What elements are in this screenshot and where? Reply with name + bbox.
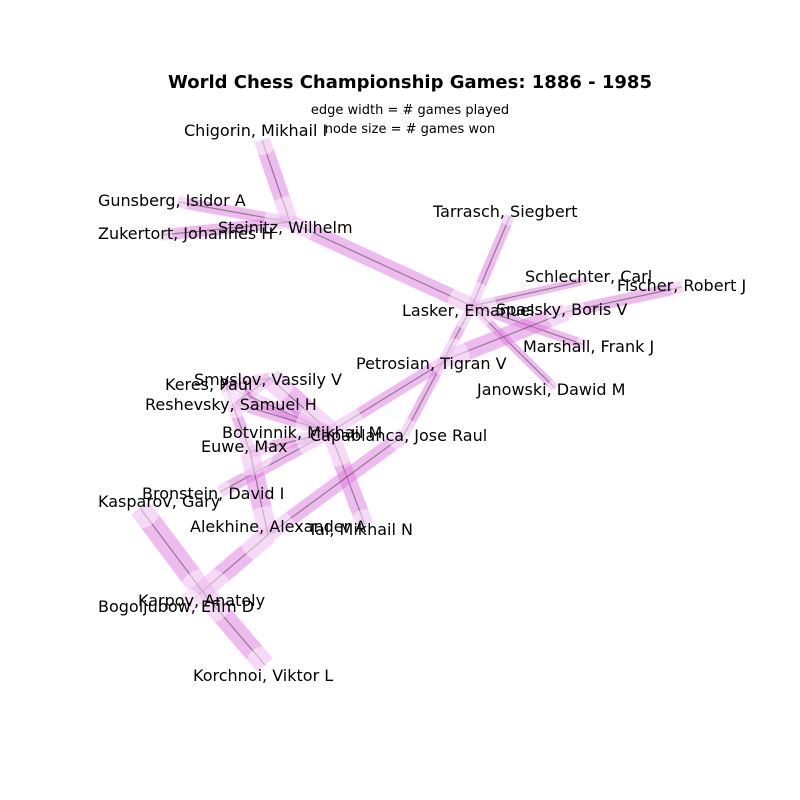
node-label-kasparov: Kasparov, Gary [98,492,220,511]
node-label-tarrasch: Tarrasch, Siegbert [432,202,578,221]
edge-core-spassky-petrosian [449,311,567,359]
node-label-reshevsky: Reshevsky, Samuel H [145,395,317,414]
node-label-euwe: Euwe, Max [201,437,287,456]
node-korchnoi [245,645,285,685]
node-label-korchnoi: Korchnoi, Viktor L [193,666,333,685]
edge-core-capablanca-alekhine [267,434,405,536]
edge-core-chigorin-steinitz [261,139,291,223]
node-label-alekhine: Alekhine, Alexander A [190,517,366,536]
node-label-janowski: Janowski, Dawid M [476,380,625,399]
edge-core-lasker-janowski [471,305,556,389]
node-bogoljubow [167,588,203,624]
node-layer [119,124,693,685]
node-karpov [178,568,234,624]
edge-core-lasker-schlechter [471,279,589,307]
node-fischer [671,276,693,298]
node-marshall [575,335,595,355]
node-lasker [447,281,497,331]
edge-core-alekhine-euwe [249,451,269,536]
edge-core-petrosian-botvinnik [329,357,451,433]
node-label-schlechter: Schlechter, Carl [525,267,652,286]
node-label-lasker: Lasker, Emanuel [402,301,534,320]
label-layer: Chigorin, Mikhail I Gunsberg, Isidor A Zuk… [98,121,746,685]
node-label-bronstein: Bronstein, David I [142,484,284,503]
edge-core-lasker-tarrasch [471,215,511,307]
edge-core-euwe-keres [225,385,251,453]
subtitle-edge-width: edge width = # games played [311,103,509,118]
node-label-steinitz: Steinitz, Wilhelm [218,218,353,237]
node-label-karpov: Karpov, Anatoly [138,591,265,610]
edge-core-botvinnik-reshevsky [234,402,331,433]
edge-core-botvinnik-euwe [249,431,331,453]
node-label-spassky: Spassky, Boris V [496,300,627,319]
node-label-smyslov: Smyslov, Vassily V [194,370,342,389]
node-bronstein [208,480,232,504]
node-zukertort [151,224,173,246]
node-alekhine [239,506,297,564]
node-schlechter [580,272,596,288]
edge-core-smyslov-reshevsky [234,377,271,404]
edge-core-zukertort-steinitz [161,221,291,236]
node-label-fischer: Fischer, Robert J [617,276,746,295]
node-label-capablanca: Capablanca, Jose Raul [310,426,487,445]
node-label-keres: Keres, Paul [165,375,252,394]
edge-core-fischer-spassky [565,286,683,313]
node-tarrasch [500,206,520,226]
edge-core-karpov-kasparov [139,507,207,597]
node-label-petrosian: Petrosian, Tigran V [356,354,507,373]
node-label-bogoljubow: Bogoljubow, Efim D [98,597,254,616]
chart-title: World Chess Championship Games: 1886 - 1… [168,72,652,93]
node-label-zukertort: Zukertort, Johannes H [98,224,273,243]
node-label-marshall: Marshall, Frank J [523,337,654,356]
edge-core-steinitz-lasker [289,221,473,307]
node-botvinnik [294,396,366,468]
node-reshevsky [219,387,251,419]
node-chigorin [246,124,278,156]
node-label-tal: Tal, Mikhail N [307,520,413,539]
node-label-chigorin: Chigorin, Mikhail I [184,121,327,140]
node-gunsberg [167,191,189,213]
node-label-botvinnik: Botvinnik, Mikhail M [222,423,382,442]
node-kasparov [119,487,161,529]
node-petrosian [430,338,470,378]
node-euwe [226,428,274,476]
node-steinitz [264,196,316,248]
node-tal [349,509,381,541]
subtitle-node-size: node size = # games won [325,122,496,137]
edge-core-karpov-korchnoi [205,595,266,666]
node-label-gunsberg: Gunsberg, Isidor A [98,191,246,210]
node-spassky [546,292,586,332]
node-keres [207,367,245,405]
node-capablanca [387,418,421,452]
edge-layer [131,137,684,672]
node-smyslov [244,352,296,404]
node-janowski [547,380,563,396]
